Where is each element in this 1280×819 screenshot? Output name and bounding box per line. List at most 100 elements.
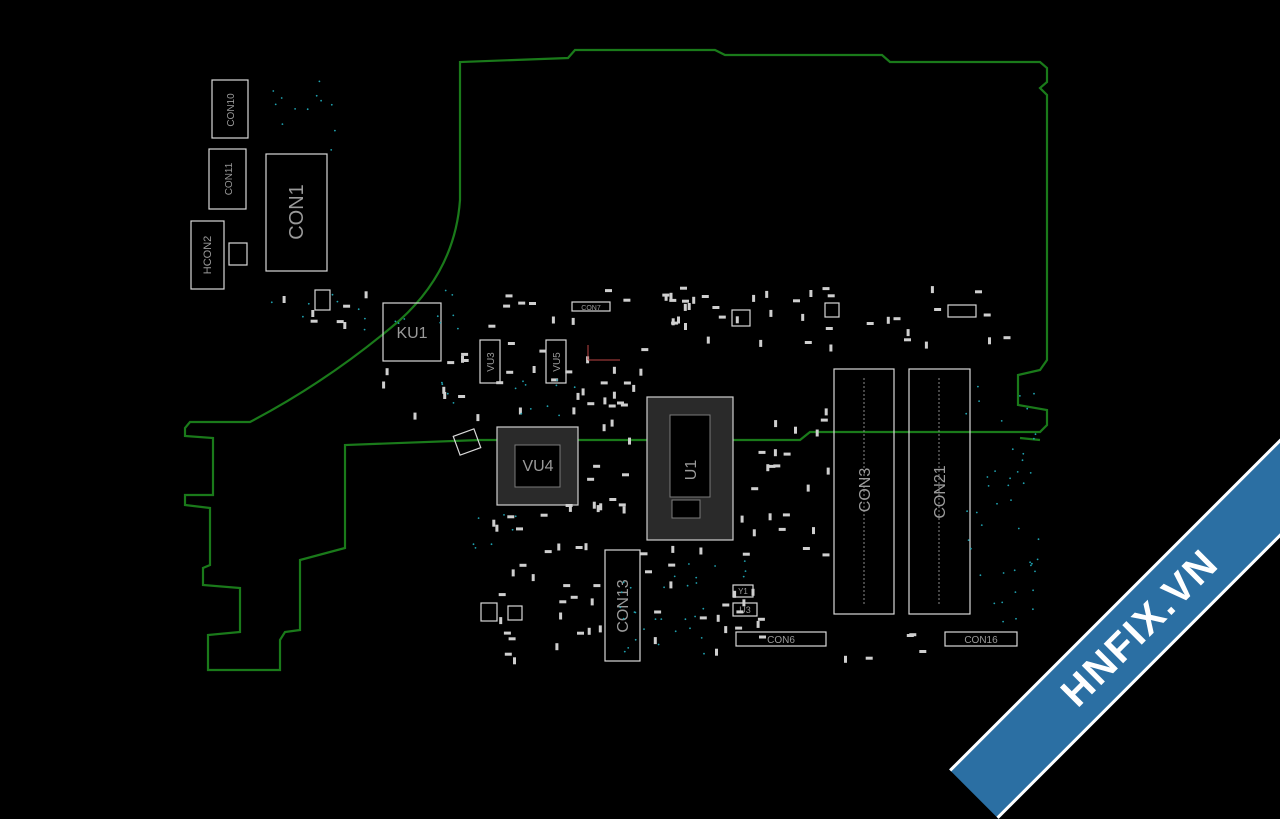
- via-dot: [1034, 433, 1037, 436]
- smd-pad: [804, 341, 812, 344]
- smd-pad: [531, 574, 535, 582]
- smd-pad: [505, 294, 513, 298]
- via-dot: [743, 560, 746, 562]
- via-dot: [520, 412, 523, 415]
- smd-pad: [715, 648, 718, 656]
- smd-pad: [812, 527, 815, 535]
- con13-label: CON13: [615, 579, 632, 632]
- smd-pad: [756, 620, 760, 628]
- con16-outline: [944, 631, 1018, 647]
- via-dot: [623, 650, 626, 653]
- via-dot: [357, 308, 360, 311]
- vu4-label: VU4: [522, 458, 553, 475]
- via-dot: [987, 485, 990, 487]
- smd-pad: [499, 617, 503, 625]
- smd-pad: [518, 301, 526, 305]
- vias: [270, 80, 1040, 655]
- via-dot: [978, 400, 980, 402]
- smd-pad: [623, 381, 631, 385]
- via-dot: [302, 315, 304, 318]
- smd-pad: [783, 452, 791, 456]
- via-dot: [558, 414, 560, 417]
- via-dot: [663, 586, 665, 589]
- vu3-outline: [479, 339, 501, 384]
- via-dot: [975, 511, 978, 514]
- smd-pad: [865, 656, 873, 660]
- via-dot: [503, 514, 505, 516]
- smd-pad: [447, 361, 455, 365]
- via-dot: [330, 149, 333, 151]
- via-dot: [522, 380, 524, 383]
- via-dot: [979, 574, 982, 577]
- smd-pad: [590, 598, 594, 606]
- via-dot: [1033, 392, 1035, 395]
- via-dot: [1034, 570, 1036, 573]
- smd-pad: [575, 546, 583, 549]
- smd-pad: [382, 381, 386, 389]
- smd-pad: [893, 317, 901, 321]
- smd-pad: [600, 381, 608, 385]
- smd-pad: [919, 650, 927, 653]
- smd-pad: [364, 291, 368, 299]
- via-dot: [1015, 617, 1017, 620]
- smd-pad: [461, 359, 469, 362]
- via-dot: [654, 618, 657, 620]
- con13-outline: [604, 549, 641, 662]
- via-dot: [980, 524, 983, 526]
- via-dot: [514, 515, 517, 518]
- smd-pad: [802, 547, 810, 550]
- smd-pad: [596, 505, 600, 513]
- smd-pad: [540, 513, 548, 517]
- via-dot: [1030, 564, 1032, 567]
- smd-pad: [757, 617, 765, 621]
- smd-pad: [653, 637, 657, 645]
- smd-pad: [581, 388, 585, 396]
- smd-pad: [724, 626, 728, 634]
- smd-pad: [593, 584, 601, 588]
- smd-pad: [587, 627, 591, 635]
- via-dot: [1010, 499, 1012, 501]
- via-dot: [281, 123, 284, 125]
- smd-pad: [458, 395, 466, 398]
- smd-pad: [924, 341, 928, 349]
- ku1-outline: [382, 302, 442, 362]
- smd-pad: [476, 414, 480, 422]
- smd-pad: [759, 339, 763, 347]
- via-dot: [1031, 562, 1033, 565]
- via-dot: [1011, 448, 1014, 451]
- via-dot: [556, 379, 558, 381]
- part: [452, 428, 482, 456]
- via-dot: [272, 90, 275, 92]
- smd-pad: [722, 603, 730, 607]
- smd-pad: [598, 625, 602, 633]
- u1-die: [669, 414, 711, 498]
- u1-die-2: [671, 499, 701, 519]
- via-dot: [315, 94, 318, 97]
- smd-pad: [618, 503, 626, 507]
- smd-pad: [765, 290, 769, 298]
- smd-pad: [794, 426, 797, 434]
- via-dot: [441, 381, 443, 384]
- via-dot: [1032, 589, 1034, 592]
- via-dot: [1032, 608, 1034, 611]
- smd-pad: [506, 370, 514, 374]
- via-dot: [270, 301, 273, 304]
- smd-pad: [699, 616, 707, 620]
- via-dot: [274, 103, 277, 106]
- smd-pad: [496, 381, 504, 385]
- smd-pad: [769, 309, 773, 317]
- via-dot: [695, 576, 698, 579]
- smd-pad: [584, 543, 588, 551]
- smd-pad: [827, 294, 835, 298]
- hcon2-outline: [190, 220, 225, 290]
- smd-pad: [742, 599, 746, 607]
- small-ic: [228, 242, 248, 266]
- smd-pad: [513, 657, 516, 665]
- smd-pad: [706, 336, 710, 344]
- con21-outline: [908, 368, 971, 615]
- via-dot: [446, 392, 449, 395]
- smd-pad: [906, 634, 914, 637]
- smd-pad: [343, 304, 351, 308]
- smd-pad: [886, 316, 890, 324]
- smd-pad: [735, 316, 739, 324]
